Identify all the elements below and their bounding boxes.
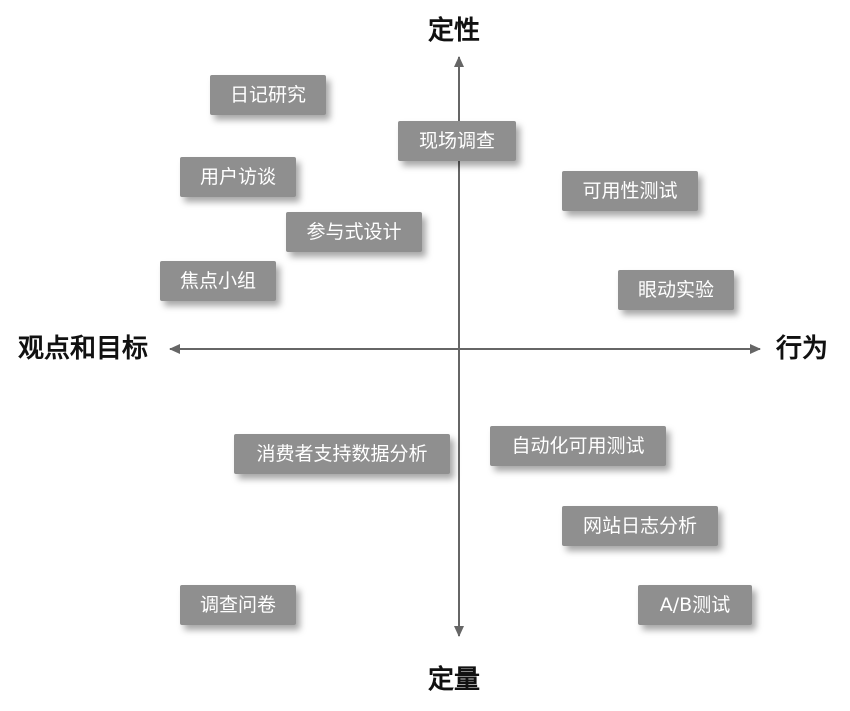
axis-label-right: 行为 [776, 334, 829, 364]
method-customer-support-data-analysis: 消费者支持数据分析 [234, 434, 450, 474]
method-automated-usability-testing: 自动化可用测试 [490, 426, 666, 466]
axis-label-left: 观点和目标 [18, 334, 149, 364]
method-usability-testing: 可用性测试 [562, 171, 698, 211]
method-diary-study: 日记研究 [210, 75, 326, 115]
method-eye-tracking: 眼动实验 [618, 270, 734, 310]
method-field-study: 现场调查 [398, 121, 516, 161]
axis-label-bottom: 定量 [428, 665, 481, 695]
method-survey: 调查问卷 [180, 585, 296, 625]
method-ab-testing: A/B测试 [638, 585, 752, 625]
axis-label-top: 定性 [428, 16, 481, 46]
method-web-log-analysis: 网站日志分析 [562, 506, 718, 546]
method-participatory-design: 参与式设计 [286, 212, 422, 252]
method-focus-group: 焦点小组 [160, 261, 276, 301]
method-user-interview: 用户访谈 [180, 157, 296, 197]
